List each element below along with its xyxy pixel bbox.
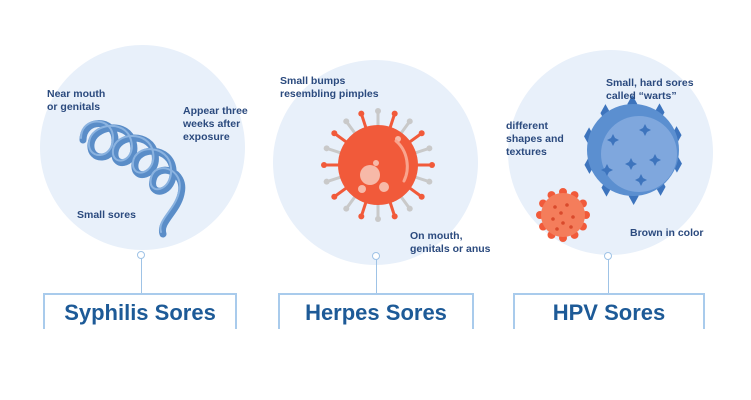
annotation-appear-three-weeks: Appear three weeks after exposure <box>183 105 248 143</box>
syphilis-circle <box>40 45 245 250</box>
herpes-virus-icon <box>321 108 435 222</box>
syphilis-title: Syphilis Sores <box>64 300 216 325</box>
hpv-title: HPV Sores <box>552 300 666 325</box>
annotation-on-mouth: On mouth, genitals or anus <box>410 230 491 255</box>
hpv-wart-icons <box>536 95 682 242</box>
herpes-panel: Small bumps resembling pimples On mouth,… <box>250 0 500 400</box>
herpes-connector <box>376 258 377 294</box>
syphilis-panel: Near mouth or genitals Appear three week… <box>15 0 265 400</box>
annotation-small-bumps: Small bumps resembling pimples <box>280 75 379 100</box>
annotation-near-mouth: Near mouth or genitals <box>47 88 106 113</box>
syphilis-connector <box>141 252 142 294</box>
hpv-connector <box>608 258 609 294</box>
syphilis-title-bracket <box>43 293 237 329</box>
herpes-title-bracket <box>278 293 474 329</box>
hpv-connector-node <box>604 252 612 260</box>
annotation-small-hard-sores: Small, hard sores called “warts” <box>606 77 694 102</box>
annotation-small-sores: Small sores <box>77 209 136 221</box>
annotation-different-shapes: different shapes and textures <box>506 120 564 158</box>
annotation-brown-in-color: Brown in color <box>630 227 704 239</box>
herpes-title: Herpes Sores <box>305 300 447 325</box>
herpes-connector-node <box>372 252 380 260</box>
syphilis-connector-node <box>137 251 145 259</box>
hpv-panel: Small, hard sores called “warts” differe… <box>488 0 738 400</box>
hpv-title-bracket <box>513 293 705 329</box>
syphilis-spiral-icon <box>79 120 186 238</box>
